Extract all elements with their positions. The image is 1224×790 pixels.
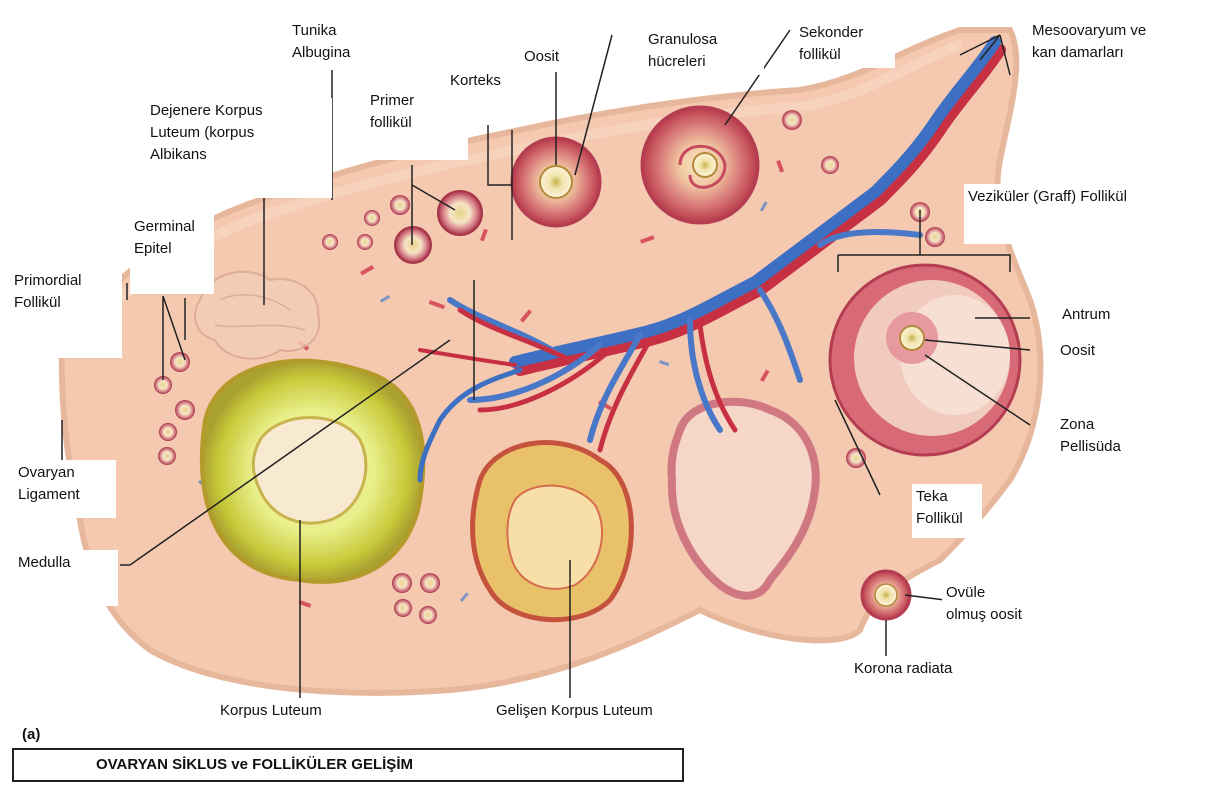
graafian-follicle-shape xyxy=(830,265,1020,455)
label-vezikuler: Veziküler (Graff) Follikül xyxy=(964,184,1184,244)
figure-caption: OVARYAN SİKLUS ve FOLLİKÜLER GELİŞİM xyxy=(12,748,684,782)
label-korona: Korona radiata xyxy=(850,656,1026,716)
label-sekonder: Sekonder follikül xyxy=(795,20,895,68)
label-ovaryan-ligament: Ovaryan Ligament xyxy=(14,460,116,518)
label-zona: Zona Pellisüda xyxy=(1056,412,1146,466)
label-tunika-albugina: Tunika Albugina xyxy=(288,18,408,70)
developing-corpus-luteum-shape xyxy=(473,443,632,620)
label-ovule: Ovüle olmuş oosit xyxy=(942,580,1050,636)
label-teka: Teka Follikül xyxy=(912,484,982,538)
label-granulosa: Granulosa hücreleri xyxy=(644,27,764,75)
label-oosit-top: Oosit xyxy=(520,44,580,72)
label-mesoovaryum: Mesoovaryum ve kan damarları xyxy=(1028,18,1208,70)
label-oosit-right: Oosit xyxy=(1056,338,1116,366)
label-antrum: Antrum xyxy=(1058,302,1136,330)
label-korpus-luteum: Korpus Luteum xyxy=(216,698,376,726)
label-primordial: Primordial Follikül xyxy=(10,268,122,358)
label-dejenere: Dejenere Korpus Luteum (korpus Albikans xyxy=(146,98,332,198)
label-gelisen: Gelişen Korpus Luteum xyxy=(492,698,700,728)
corpus-luteum-shape xyxy=(202,361,424,582)
label-primer: Primer follikül xyxy=(366,88,468,160)
label-germinal: Germinal Epitel xyxy=(130,214,214,294)
label-medulla: Medulla xyxy=(14,550,118,606)
ovulated-oocyte-shape xyxy=(862,571,910,619)
panel-letter: (a) xyxy=(22,726,40,743)
